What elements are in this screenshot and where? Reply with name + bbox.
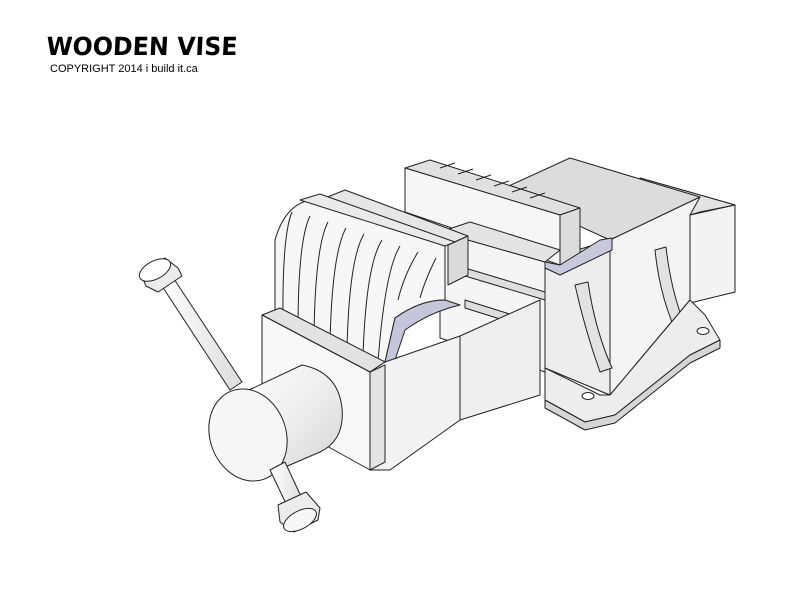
copyright-notice: COPYRIGHT 2014 i build it.ca (50, 63, 198, 75)
moving-jaw (261, 189, 541, 471)
vise-handle (138, 257, 321, 533)
screw-hub (208, 364, 343, 482)
rear-body (499, 157, 736, 431)
